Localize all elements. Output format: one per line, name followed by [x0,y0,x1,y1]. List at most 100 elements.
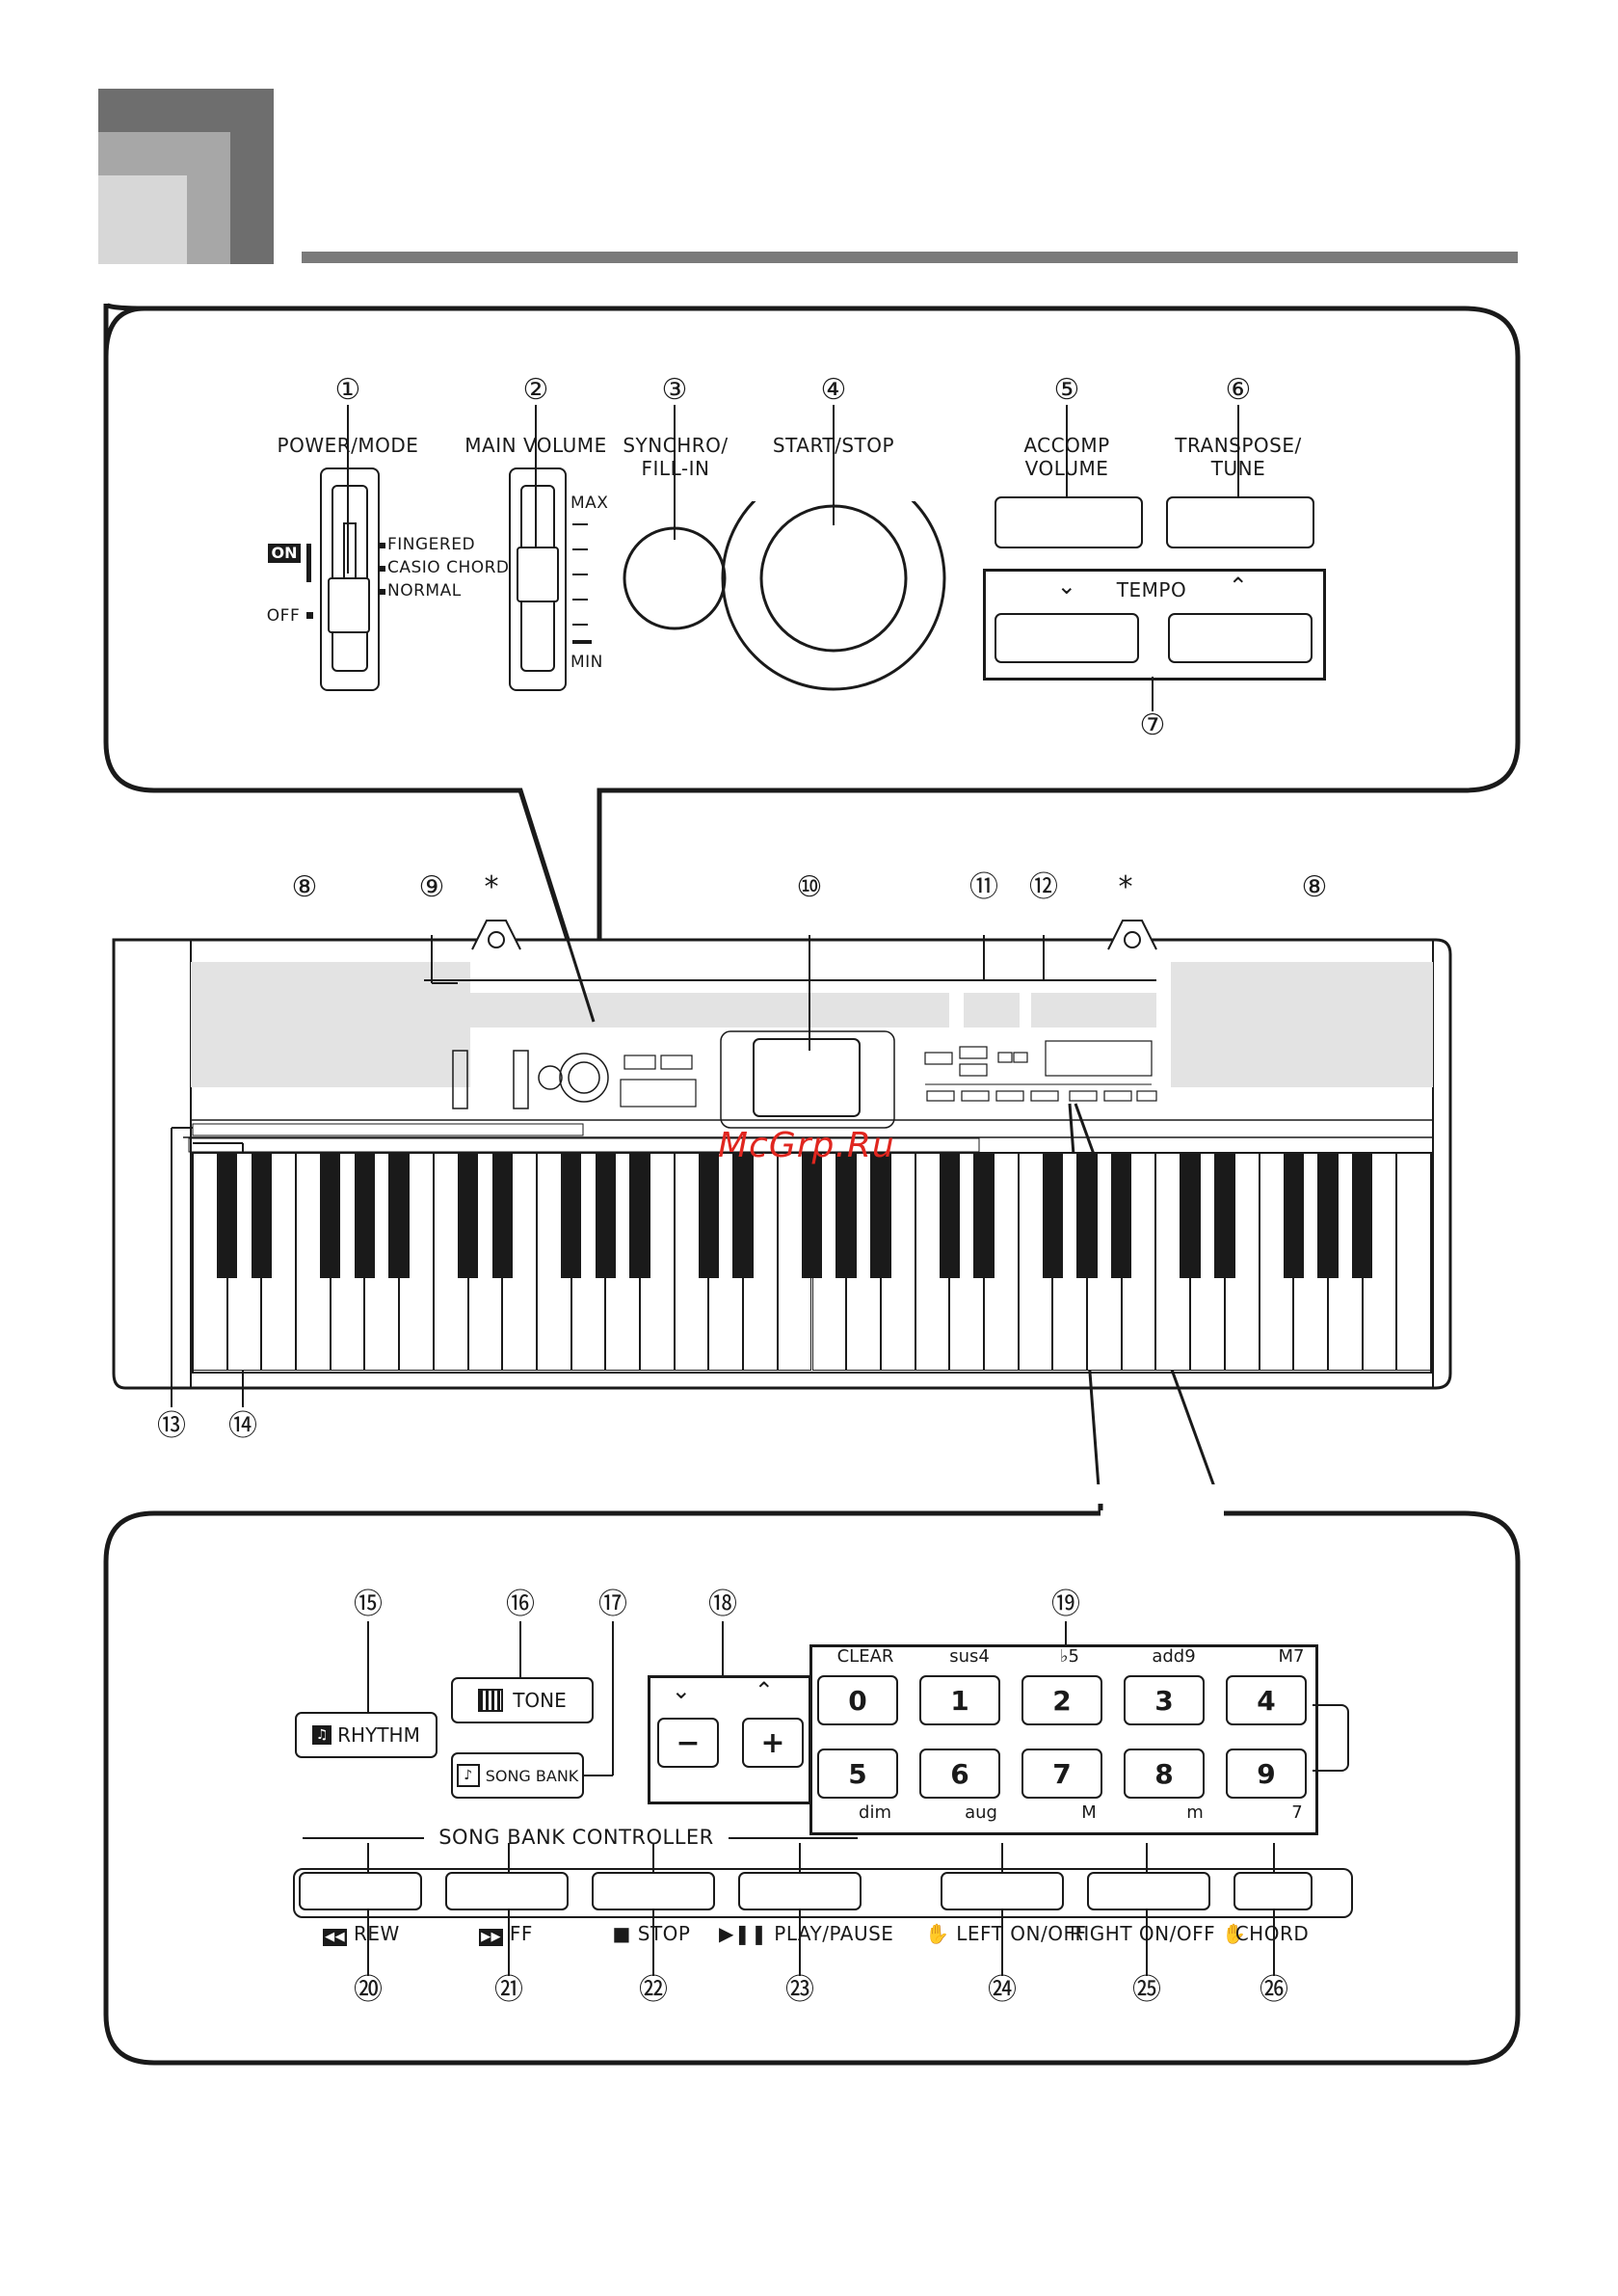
number-key-3[interactable]: 3 [1124,1675,1205,1725]
transpose-tune-button[interactable] [1166,496,1314,548]
controller-rule-right [729,1837,858,1839]
chord-label-seventh: 7 [1291,1802,1303,1823]
number-key-8[interactable]: 8 [1124,1749,1205,1799]
black-key [560,1153,582,1278]
right-hand-icon: ✋ [1221,1922,1247,1945]
chord-label-dim: dim [859,1802,891,1823]
power-mode-switch-track[interactable] [320,467,380,691]
rhythm-button[interactable]: ♫ RHYTHM [295,1712,438,1758]
white-key [777,1153,812,1371]
off-label: OFF [266,606,301,626]
chord-button[interactable] [1233,1872,1313,1910]
black-key [320,1153,341,1278]
main-volume-knob[interactable] [517,547,559,602]
callout-20: ⑳ [354,1973,383,2007]
callout-8-left: ⑧ [291,870,318,904]
power-mode-knob[interactable] [328,577,370,633]
synchro-title-2: FILL-IN [641,457,710,480]
black-key [801,1153,823,1278]
black-key [595,1153,617,1278]
black-key [939,1153,960,1278]
callout-14: ⑭ [228,1409,257,1443]
callout-18: ⑱ [708,1588,737,1621]
chord-label-aug: aug [965,1802,997,1823]
ff-label-row: ▶▶ FF [463,1922,549,1946]
synchro-start-buttons [623,501,946,691]
controller-title: SONG BANK CONTROLLER [438,1826,714,1849]
plus-button[interactable]: + [742,1718,804,1768]
left-on-off-label: LEFT ON/OFF [956,1922,1087,1945]
start-stop-button[interactable] [761,506,906,651]
callout-25: ㉕ [1132,1973,1161,2007]
stop-label-row: ■ STOP [603,1922,700,1945]
black-key [973,1153,995,1278]
main-volume-slider[interactable] [509,467,567,691]
tempo-frame [983,569,1326,681]
left-on-off-button[interactable] [941,1872,1064,1910]
callout-6: ⑥ [1225,373,1252,407]
stop-square-icon: ■ [612,1922,631,1945]
number-key-7[interactable]: 7 [1021,1749,1102,1799]
number-key-1[interactable]: 1 [919,1675,1000,1725]
tempo-up-button[interactable] [1168,613,1313,663]
number-key-0[interactable]: 0 [817,1675,898,1725]
callout-13: ⑬ [157,1409,186,1443]
fast-forward-icon: ▶▶ [479,1929,504,1946]
tempo-down-button[interactable] [995,613,1139,663]
chord-label-clear: CLEAR [836,1646,894,1667]
play-pause-button[interactable] [738,1872,862,1910]
black-key [1076,1153,1098,1278]
tone-button[interactable]: TONE [451,1677,594,1723]
header-tab-light [98,175,187,264]
number-keypad-frame [809,1644,1318,1835]
callout-8-right: ⑧ [1301,870,1328,904]
black-key [354,1153,376,1278]
rew-button[interactable] [299,1872,422,1910]
black-key [870,1153,891,1278]
black-key [1351,1153,1373,1278]
black-key [1042,1153,1064,1278]
callout-7: ⑦ [1139,708,1166,742]
rhythm-icon: ♫ [312,1725,332,1745]
right-on-off-label: RIGHT ON/OFF [1070,1922,1216,1945]
chord-label-row: CHORD [1233,1922,1311,1945]
stop-button[interactable] [592,1872,715,1910]
accomp-volume-button[interactable] [995,496,1143,548]
mode-bullet-2 [380,566,385,572]
black-key [1214,1153,1235,1278]
accomp-volume-line2: VOLUME [1024,457,1109,480]
black-key [1317,1153,1339,1278]
number-key-9[interactable]: 9 [1226,1749,1307,1799]
callout-17: ⑰ [598,1588,627,1621]
black-key [836,1153,857,1278]
white-key [536,1153,571,1371]
number-key-4[interactable]: 4 [1226,1675,1307,1725]
number-key-2[interactable]: 2 [1021,1675,1102,1725]
synchro-fill-in-button[interactable] [632,536,717,621]
rew-label-row: ◀◀ REW [308,1922,414,1946]
right-on-off-label-row: RIGHT ON/OFF ✋ [1070,1922,1246,1945]
power-mode-title: POWER/MODE [277,434,419,457]
top-panel-outline [103,302,1521,964]
right-on-off-button[interactable] [1087,1872,1210,1910]
play-pause-label: PLAY/PAUSE [774,1922,894,1945]
main-volume-title: MAIN VOLUME [464,434,607,457]
volume-scale-ticks [572,523,592,644]
off-dot [306,612,313,619]
volume-max-label: MAX [570,494,609,513]
on-indicator [306,544,311,582]
song-bank-button[interactable]: ♪ SONG BANK [451,1752,584,1799]
callout-10: ⑩ [796,870,823,904]
callout-11: ⑪ [969,870,998,904]
black-key [491,1153,513,1278]
number-key-6[interactable]: 6 [919,1749,1000,1799]
rew-label: REW [354,1922,400,1945]
number-key-5[interactable]: 5 [817,1749,898,1799]
music-note-icon: ♪ [456,1764,480,1787]
callout-15: ⑮ [354,1588,383,1621]
callout-9: ⑨ [418,870,445,904]
ff-button[interactable] [445,1872,569,1910]
black-key [1180,1153,1201,1278]
chord-label-m7-major: M7 [1278,1646,1305,1667]
minus-button[interactable]: − [657,1718,719,1768]
